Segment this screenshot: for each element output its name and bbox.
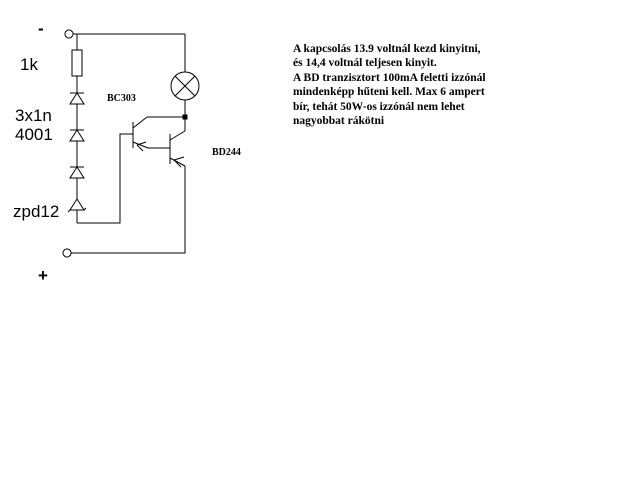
- positive-terminal: [62, 248, 72, 258]
- bc303-label: BC303: [107, 93, 136, 104]
- resistor-1k: [71, 49, 83, 77]
- diode-3: [69, 166, 85, 179]
- negative-terminal: [64, 29, 74, 39]
- note-line: bír, tehát 50W-os izzónál nem lehet: [293, 100, 465, 113]
- lamp-symbol: [170, 71, 200, 101]
- base-drive-wire: [77, 133, 133, 224]
- diode-2: [69, 129, 85, 142]
- bd244-transistor: [169, 117, 186, 168]
- note-line: és 14,4 voltnál teljesen kinyit.: [293, 57, 437, 70]
- positive-terminal-label: +: [38, 266, 48, 285]
- resistor-label: 1k: [20, 55, 38, 74]
- description-note: A kapcsolás 13.9 voltnál kezd kinyitni, …: [293, 42, 623, 128]
- note-line: mindenképp hűteni kell. Max 6 ampert: [293, 86, 485, 99]
- note-line: nagyobbat rákötni: [293, 115, 385, 128]
- bd244-label: BD244: [212, 147, 241, 158]
- zener-label: zpd12: [13, 202, 60, 221]
- diode-1: [69, 92, 85, 105]
- note-line: A kapcsolás 13.9 voltnál kezd kinyitni,: [293, 43, 481, 55]
- bc303-transistor: [132, 116, 185, 152]
- note-line: A BD tranzisztort 100mA feletti izzónál: [293, 71, 486, 84]
- bottom-wire: [71, 166, 186, 254]
- negative-terminal-label: -: [38, 19, 44, 38]
- diode-part-label: 4001: [15, 125, 53, 144]
- diode-count-label: 3x1n: [15, 106, 52, 125]
